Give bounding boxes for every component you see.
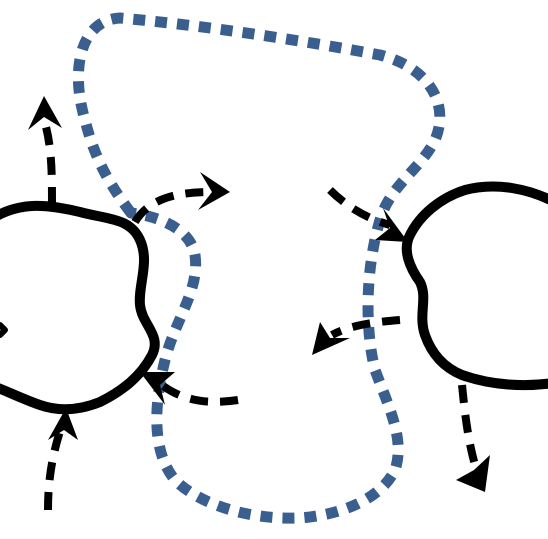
arrow-outgoing-up-head bbox=[28, 96, 62, 130]
arrow-incoming-left-shaft bbox=[327, 187, 392, 229]
arrow-outgoing-left-head bbox=[312, 322, 350, 355]
dotted-loop-path bbox=[73, 12, 446, 524]
arrow-outgoing-down bbox=[456, 384, 490, 492]
arrow-incoming-left-head bbox=[375, 208, 408, 242]
left-blob-outline bbox=[0, 200, 160, 415]
right-blob-arrows bbox=[312, 187, 490, 492]
right-blob-outline bbox=[401, 181, 548, 391]
arrow-incoming-bottom-head bbox=[48, 408, 78, 440]
arrow-outgoing-down-shaft bbox=[458, 384, 479, 467]
arrow-incoming-left bbox=[327, 187, 408, 242]
arrow-outgoing-right bbox=[131, 172, 230, 225]
arrow-incoming-right-head bbox=[140, 372, 175, 405]
left-blob bbox=[0, 200, 160, 415]
arrow-incoming-bottom bbox=[44, 408, 78, 511]
left-blob-notch bbox=[0, 322, 8, 338]
right-blob bbox=[401, 181, 548, 391]
arrow-outgoing-left-shaft bbox=[330, 316, 401, 339]
arrow-outgoing-right-head bbox=[198, 172, 230, 210]
left-blob-arrows bbox=[28, 96, 239, 511]
arrow-incoming-bottom-shaft bbox=[44, 423, 66, 511]
arrow-outgoing-up-shaft bbox=[40, 118, 56, 206]
arrow-outgoing-left bbox=[312, 316, 401, 355]
arrow-incoming-right bbox=[140, 372, 239, 406]
arrow-outgoing-up bbox=[28, 96, 62, 206]
arrow-incoming-right-shaft bbox=[155, 378, 239, 406]
arrow-outgoing-right-shaft bbox=[131, 188, 211, 225]
arrow-outgoing-down-head bbox=[456, 455, 490, 492]
dotted-loop bbox=[73, 12, 446, 524]
